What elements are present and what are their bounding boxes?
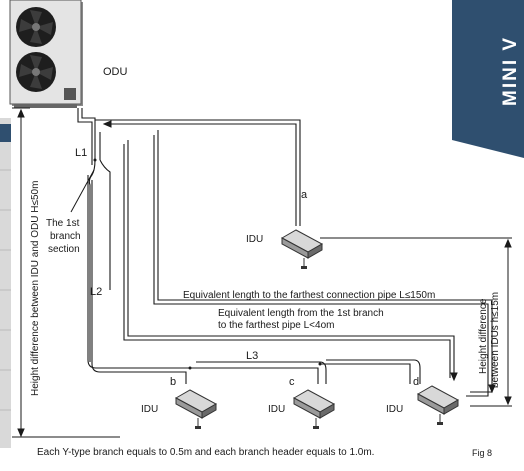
series-banner <box>452 0 524 158</box>
height-diff-idu-odu-label: Height difference between IDU and ODU H≤… <box>30 180 41 396</box>
branch-joints <box>93 158 322 370</box>
idu-unit-c <box>292 389 336 429</box>
series-banner-text: MINI V <box>500 35 521 106</box>
height-diff-idus-label-2: between IDUs h≤15m <box>490 291 501 388</box>
odu-fan-bottom <box>16 52 56 92</box>
branch-section-line-2: branch <box>50 231 81 242</box>
branch-label-d: d <box>413 376 420 388</box>
figure-label: Fig 8 <box>472 448 493 458</box>
branch-section-pointer <box>70 169 95 213</box>
height-dimension-odu <box>12 107 120 438</box>
branch-section-line-3: section <box>48 244 80 255</box>
idu-unit-d <box>416 385 460 425</box>
footer-note: Each Y-type branch equals to 0.5m and ea… <box>37 447 375 458</box>
equivalent-length-first-branch-2: to the farthest pipe L<4om <box>218 320 335 331</box>
height-diff-idus-label-1: Height difference <box>478 298 489 374</box>
odu-fan-top <box>16 7 56 47</box>
idu-unit-a <box>280 229 324 269</box>
piping-lines <box>77 108 493 397</box>
height-dimension-idus <box>320 237 512 407</box>
branch-label-a: a <box>301 189 308 201</box>
pipe-label-l1: L1 <box>75 147 88 159</box>
pipe-label-l3: L3 <box>246 350 259 362</box>
equivalent-length-farthest: Equivalent length to the farthest connec… <box>183 290 436 301</box>
branch-section-line-1: The 1st <box>46 218 80 229</box>
odu-unit <box>9 0 83 108</box>
odu-label: ODU <box>103 66 128 78</box>
idu-label-d: IDU <box>386 404 404 415</box>
length-arrows <box>102 120 496 394</box>
equivalent-length-first-branch-1: Equivalent length from the 1st branch <box>218 308 384 319</box>
pipe-label-l2: L2 <box>90 286 103 298</box>
idu-label-a: IDU <box>246 234 264 245</box>
idu-unit-b <box>174 389 218 429</box>
idu-label-b: IDU <box>141 404 159 415</box>
idu-label-c: IDU <box>268 404 286 415</box>
left-sidebar-strip <box>0 118 11 448</box>
branch-label-b: b <box>170 376 177 388</box>
branch-label-c: c <box>289 376 295 388</box>
